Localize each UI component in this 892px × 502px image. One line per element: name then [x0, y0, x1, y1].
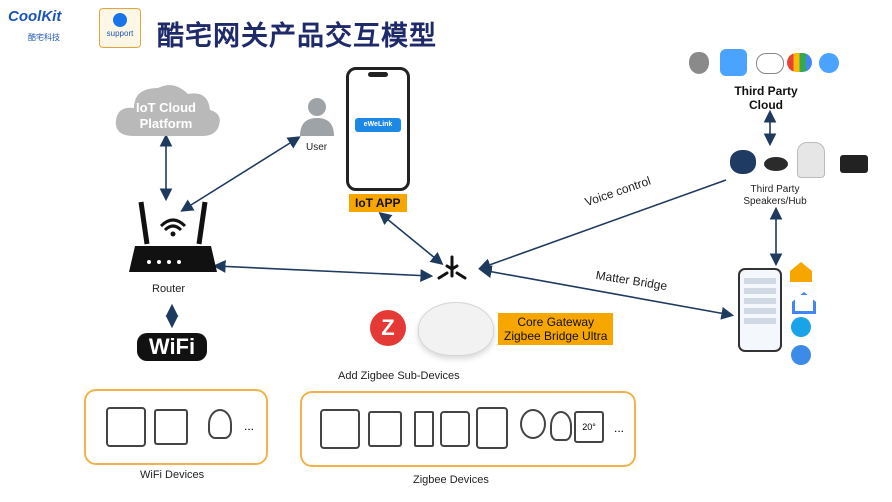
support-label: support — [106, 29, 134, 38]
wifi-devices-group: ... — [84, 389, 268, 465]
google-home-icon — [797, 142, 825, 178]
motion-sensor-icon — [440, 411, 470, 447]
brand-subtitle: 酷宅科技 — [28, 33, 60, 42]
hub-icon — [840, 155, 868, 173]
zigbee-logo-icon: Z — [370, 310, 406, 346]
wifi-devices-more: ... — [244, 419, 255, 433]
google-home-app-icon — [792, 292, 816, 314]
zigbee-devices-group: 20° ... — [300, 391, 636, 467]
thermostat-icon: 20° — [574, 411, 604, 443]
zigbee-devices-more: ... — [614, 421, 625, 435]
add-sub-devices-label: Add Zigbee Sub-Devices — [338, 370, 460, 382]
google-cloud-icon — [787, 53, 812, 72]
wifi-devices-label: WiFi Devices — [140, 469, 205, 481]
aws-icon — [756, 53, 784, 74]
matter-cloud-icon — [819, 53, 839, 73]
phone-notch-icon — [368, 72, 388, 77]
cloud-icon — [115, 85, 220, 136]
user-icon — [300, 98, 334, 136]
door-sensor-icon — [414, 411, 434, 447]
wifi-logo: WiFi — [137, 333, 207, 361]
brand-logo: CoolKit — [8, 8, 62, 25]
bulb-icon — [208, 409, 232, 439]
third-party-cloud-label: Third Party Cloud — [734, 84, 798, 112]
router-icon — [129, 201, 217, 272]
zigbee-plug-icon — [368, 411, 402, 447]
ewelink-badge: eWeLink — [355, 118, 401, 132]
phone-app-icon: eWeLink — [346, 67, 410, 191]
gateway-device-icon — [418, 302, 494, 356]
support-badge: support — [99, 8, 141, 48]
core-gateway-label: Core Gateway Zigbee Bridge Ultra — [498, 313, 614, 345]
apple-icon — [689, 52, 709, 74]
zigbee-switch-icon — [320, 409, 360, 449]
router-gateway-link — [212, 260, 434, 282]
homepod-icon — [730, 150, 756, 174]
phone-home-icon — [738, 268, 782, 352]
router-user-link — [180, 136, 301, 212]
alexa-icon — [791, 317, 811, 337]
page-title: 酷宅网关产品交互模型 — [157, 21, 437, 52]
matter-logo-icon — [437, 255, 467, 280]
home-app-icon — [790, 262, 812, 282]
speakers-label: Third Party Speakers/Hub — [743, 184, 807, 207]
cloud-label: IoT Cloud Platform — [136, 100, 196, 131]
zigbee-bulb-icon — [550, 411, 572, 441]
smart-plug-icon — [154, 409, 188, 445]
user-label: User — [306, 142, 328, 153]
gateway-phone-link — [478, 265, 735, 320]
support-icon — [113, 13, 127, 27]
app-gateway-link — [378, 211, 444, 266]
icloud-icon — [720, 49, 747, 76]
camera-icon — [520, 409, 546, 439]
wall-switch-icon — [106, 407, 146, 447]
iot-app-label: IoT APP — [349, 194, 407, 212]
smartthings-icon — [791, 345, 811, 365]
speakers-gateway-link — [477, 179, 727, 271]
router-label: Router — [152, 283, 186, 295]
echo-dot-icon — [764, 157, 788, 171]
zigbee-devices-label: Zigbee Devices — [413, 474, 489, 486]
smart-lock-icon — [476, 407, 508, 449]
